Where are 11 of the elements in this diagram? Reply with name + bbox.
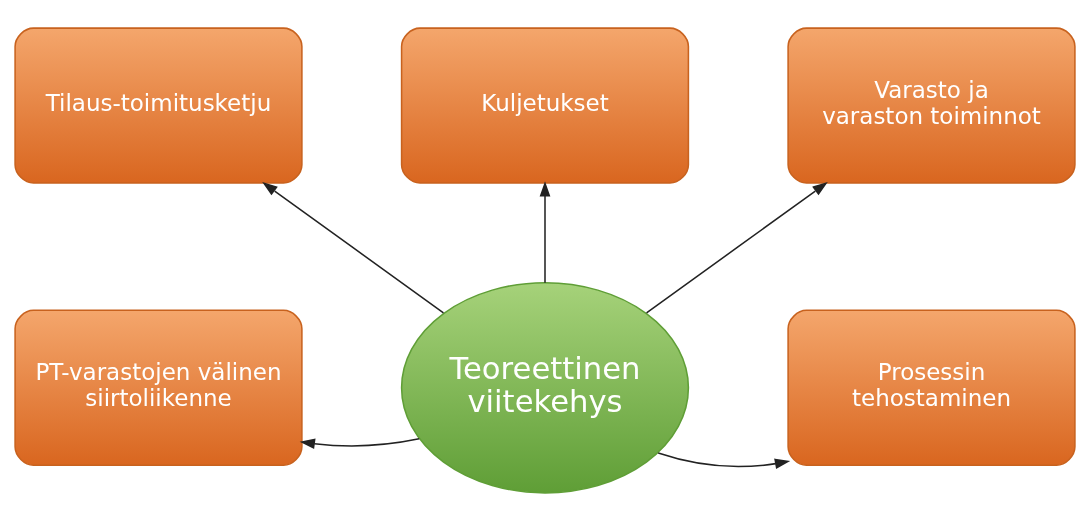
- node-ellipse: Teoreettinen viitekehys: [400, 281, 690, 494]
- node-box: Varasto ja varaston toiminnot: [787, 26, 1076, 184]
- arrow: [262, 181, 445, 314]
- node-box: Tilaus-toimitusketju: [14, 26, 303, 184]
- arrow: [539, 180, 551, 283]
- node-box: Prosessin tehostaminen: [787, 309, 1076, 466]
- node-box: PT-varastojen välinen siirtoliikenne: [14, 309, 303, 466]
- arrow: [645, 181, 828, 314]
- arrow: [299, 437, 420, 449]
- node-box: Kuljetukset: [400, 26, 690, 184]
- arrow: [657, 451, 791, 469]
